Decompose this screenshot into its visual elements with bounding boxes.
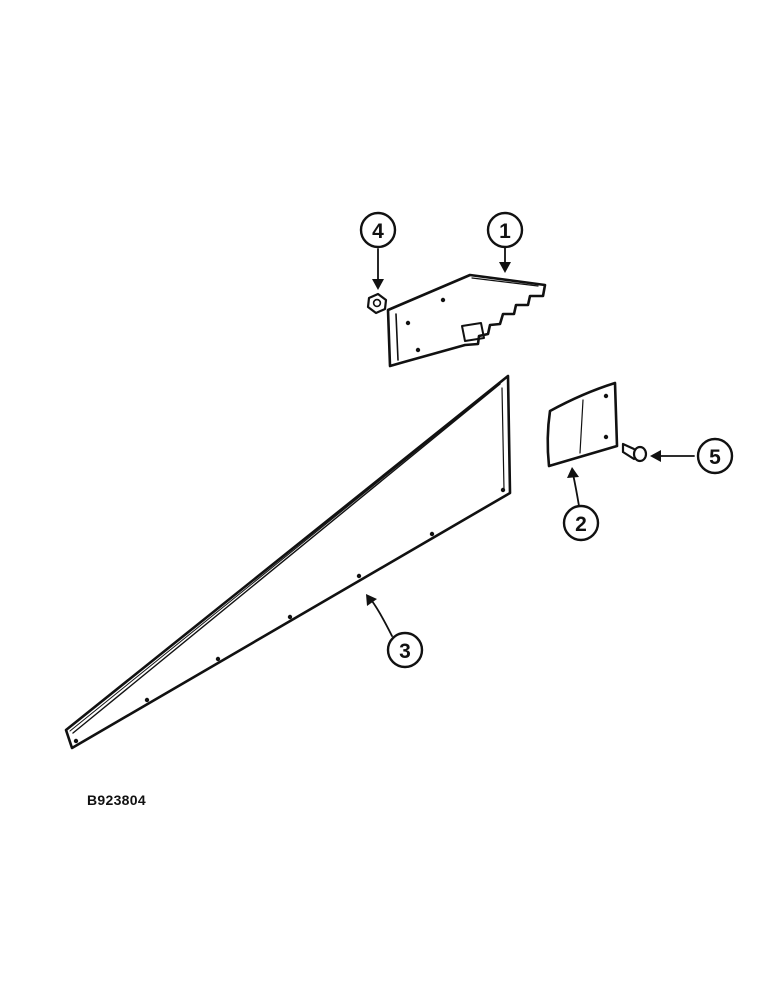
- callout-2-number: 2: [575, 513, 587, 536]
- callout-4: 4: [359, 211, 397, 249]
- part-3-rivet-holes: [73, 487, 506, 744]
- callout-1-number: 1: [499, 220, 511, 243]
- part-2-rivet-holes: [603, 393, 609, 440]
- leader-arrows: [366, 247, 695, 637]
- part-4-nut: [366, 292, 388, 315]
- callout-1: 1: [486, 211, 524, 249]
- part-1-rivet-holes: [405, 297, 446, 353]
- part-2-curved-plate: [546, 381, 619, 468]
- callout-3: 3: [386, 631, 424, 669]
- callout-2: 2: [562, 504, 600, 542]
- callout-5-number: 5: [709, 446, 721, 469]
- part-1-stepped-bracket: [386, 273, 547, 368]
- leader-arrow-3: [366, 594, 393, 637]
- callout-3-number: 3: [399, 640, 411, 663]
- part-5-bolt: [621, 442, 648, 463]
- callout-5: 5: [696, 437, 734, 475]
- leader-arrow-1: [499, 247, 511, 273]
- leader-arrow-4: [372, 248, 384, 290]
- leader-arrow-2: [567, 467, 580, 507]
- figure-id-label: B923804: [87, 792, 146, 808]
- leader-arrow-5: [650, 450, 695, 462]
- callout-4-number: 4: [372, 220, 384, 243]
- part-3-tapered-panel: [64, 374, 512, 750]
